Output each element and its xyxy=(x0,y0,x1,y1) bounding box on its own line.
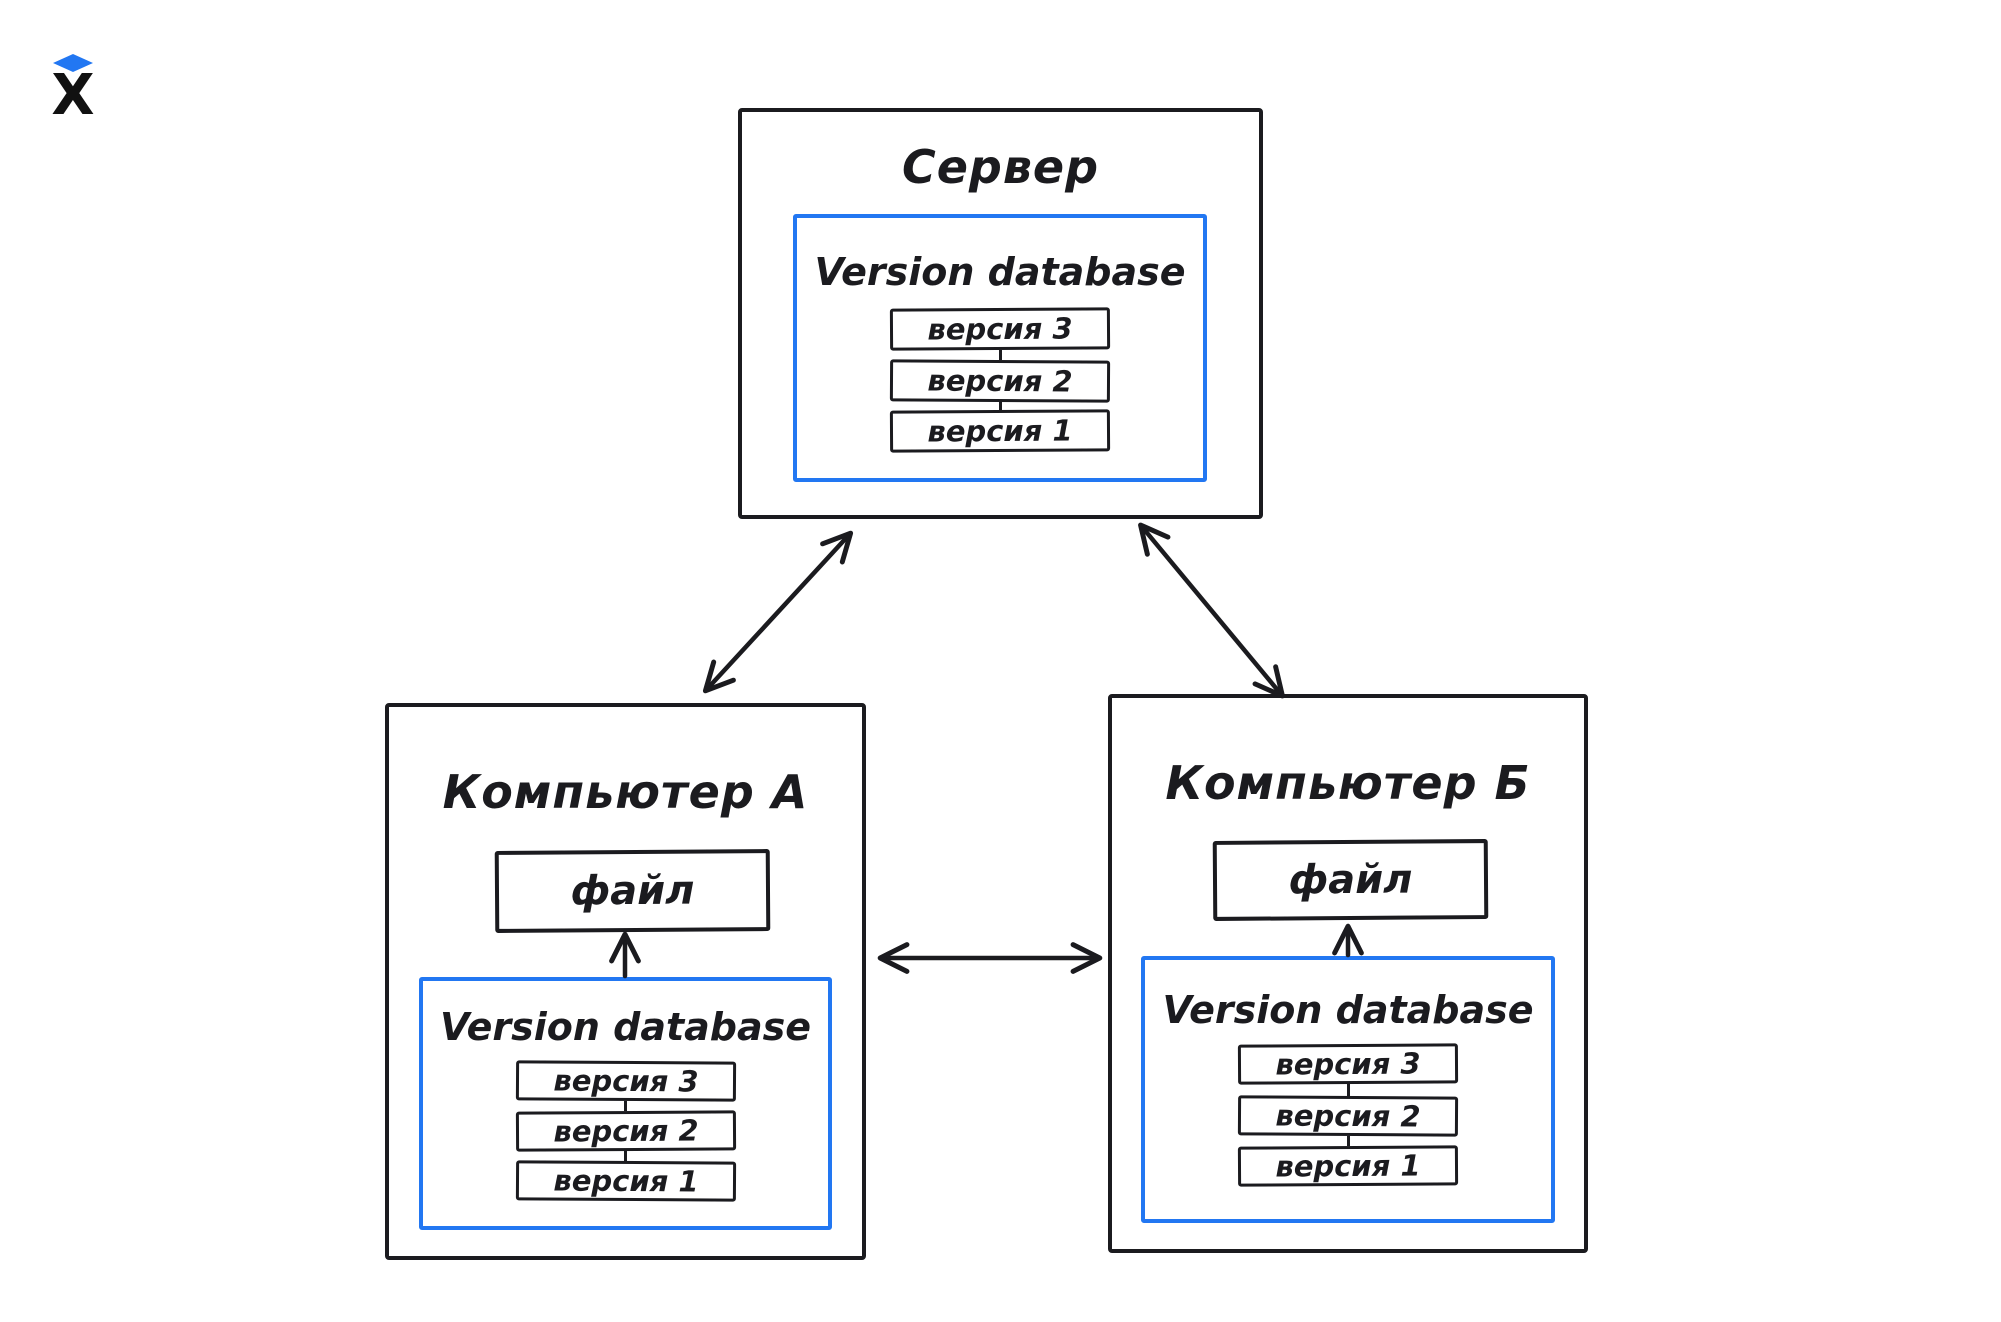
version-row: версия 3 xyxy=(1237,1043,1459,1085)
computer-a-version-stack: версия 3 версия 2 версия 1 xyxy=(515,1060,736,1202)
version-row: версия 3 xyxy=(515,1060,736,1102)
computer-b-node: Компьютер Б файл Version database версия… xyxy=(1108,694,1588,1253)
server-node: Сервер Version database версия 3 версия … xyxy=(738,108,1263,519)
version-connector xyxy=(998,350,1002,360)
version-connector xyxy=(1346,1136,1350,1146)
arrow-server-computer-a xyxy=(702,530,854,694)
computer-b-version-database: Version database версия 3 версия 2 верси… xyxy=(1141,956,1555,1223)
arrow-server-computer-b xyxy=(1138,522,1285,699)
version-row: версия 3 xyxy=(889,307,1111,351)
computer-a-node: Компьютер А файл Version database версия… xyxy=(385,703,866,1260)
version-row: версия 2 xyxy=(889,359,1111,403)
computer-b-file-box: файл xyxy=(1212,839,1489,921)
server-db-title: Version database xyxy=(814,250,1186,294)
computer-b-version-stack: версия 3 версия 2 версия 1 xyxy=(1237,1043,1459,1187)
computer-b-title: Компьютер Б xyxy=(1165,756,1531,810)
hexlet-logo: X xyxy=(48,44,98,128)
version-row: версия 2 xyxy=(515,1110,736,1152)
version-row: версия 2 xyxy=(1237,1095,1459,1137)
version-row: версия 1 xyxy=(889,409,1111,453)
server-version-stack: версия 3 версия 2 версия 1 xyxy=(889,307,1111,453)
version-connector xyxy=(998,402,1002,410)
version-row: версия 1 xyxy=(515,1160,736,1202)
version-connector xyxy=(624,1151,627,1161)
computer-a-file-box: файл xyxy=(494,849,771,933)
version-connector xyxy=(1346,1084,1350,1096)
computer-b-db-title: Version database xyxy=(1162,988,1534,1032)
logo-diamond-icon xyxy=(53,54,93,72)
version-connector xyxy=(624,1101,627,1111)
server-version-database: Version database версия 3 версия 2 верси… xyxy=(793,214,1207,482)
server-title: Сервер xyxy=(901,140,1100,194)
hexlet-logo-icon: X xyxy=(51,54,95,128)
computer-a-db-title: Version database xyxy=(439,1005,812,1049)
computer-a-version-database: Version database версия 3 версия 2 верси… xyxy=(419,977,832,1230)
logo-letter: X xyxy=(51,63,94,122)
version-row: версия 1 xyxy=(1237,1145,1459,1187)
computer-a-title: Компьютер А xyxy=(442,765,809,819)
